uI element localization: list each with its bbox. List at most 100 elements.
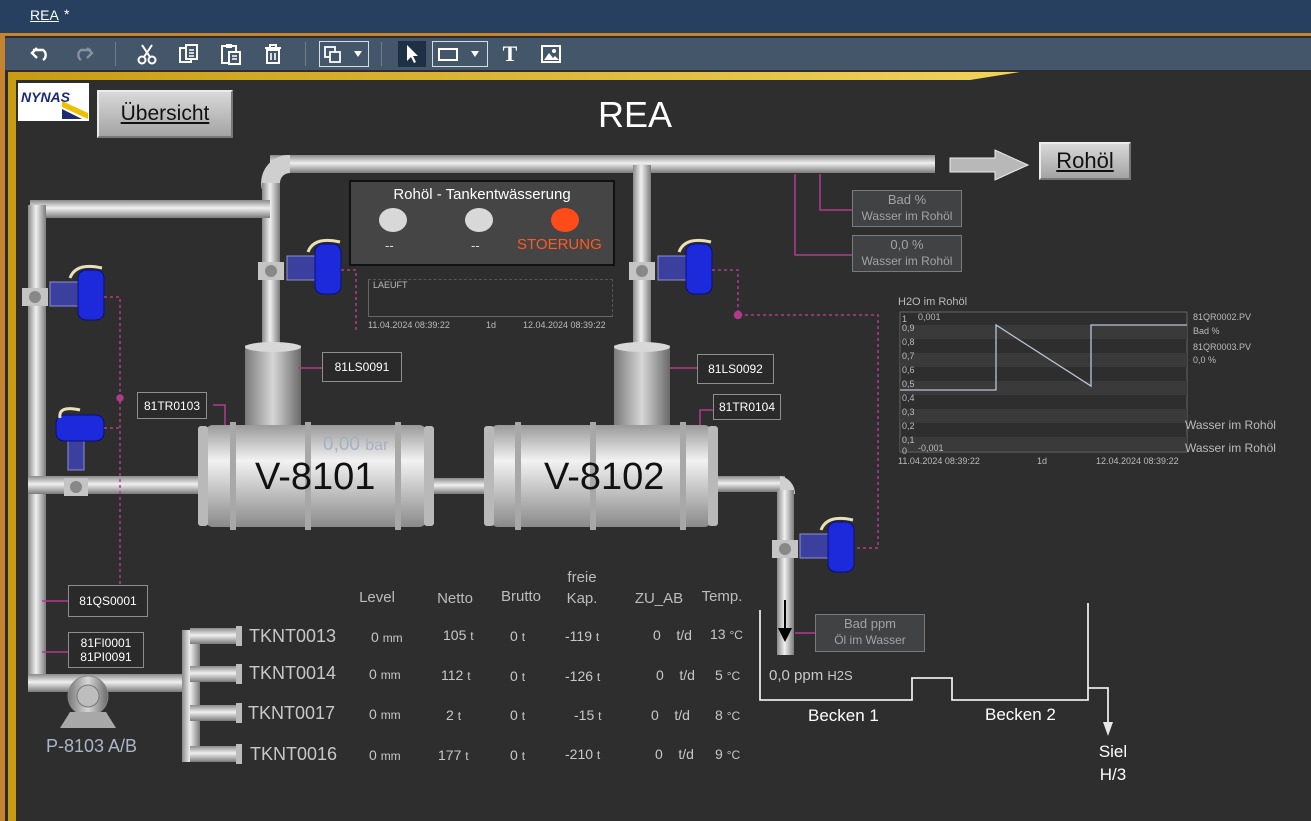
paste-icon[interactable] (217, 41, 245, 67)
status-text-1: -- (385, 238, 394, 253)
pump-label: P-8103 A/B (46, 736, 138, 756)
pointer-icon[interactable] (398, 41, 426, 67)
h2o-trend-span: 1d (1037, 456, 1048, 466)
axis-label-2: Wasser im Rohöl (1185, 441, 1276, 455)
inlet-arrow (778, 628, 792, 642)
basin-1-label: Becken 1 (808, 706, 879, 725)
legend-tag-2: 81QR0003.PV (1193, 342, 1252, 352)
small-trend[interactable]: LAEUFT 11.04.2024 08:39:22 1d 12.04.2024… (365, 277, 615, 330)
status-text-3: STOERUNG (517, 236, 602, 253)
trash-icon[interactable] (259, 41, 287, 67)
text-icon[interactable]: T (502, 41, 518, 66)
frame-top (0, 33, 1311, 36)
vessel-v8101-pressure: 0,00 bar (323, 434, 389, 455)
dewatering-panel: Rohöl - Tankentwässerung -- -- STOERUNG (349, 180, 615, 266)
tank-name: TKNT0017 (248, 703, 336, 723)
process-diagram (8, 72, 1113, 821)
scissors-icon[interactable] (133, 41, 161, 67)
water-in-oil-box-2[interactable]: 0,0 %Wasser im Rohöl (852, 235, 962, 272)
free-capacity-value: -119 t (565, 628, 600, 644)
tag-81qs0001[interactable]: 81QS0001 (68, 585, 148, 617)
tag-81ls0092[interactable]: 81LS0092 (697, 354, 774, 384)
pipe (420, 478, 500, 494)
netto-value: 177 t (438, 747, 469, 763)
h2s-reading: 0,0 ppm H2S (769, 667, 853, 684)
svg-text:0: 0 (902, 446, 907, 456)
pipe (190, 705, 242, 721)
control-valve[interactable] (22, 264, 105, 321)
water-in-oil-box-1[interactable]: Bad %Wasser im Rohöl (852, 190, 962, 227)
brutto-value: 0 t (510, 747, 526, 763)
pipe (700, 476, 785, 492)
temp-value: 13 °C (710, 626, 743, 642)
legend-tag-1: 81QR0002.PV (1193, 312, 1252, 322)
control-valve[interactable] (55, 407, 105, 496)
legend-value-2: 0,0 % (1193, 355, 1217, 365)
basin-2-label: Becken 2 (985, 705, 1056, 724)
pipe (270, 155, 935, 173)
control-valve[interactable] (772, 516, 855, 573)
pipe (28, 476, 208, 494)
h2o-trend-start: 11.04.2024 08:39:22 (898, 456, 980, 466)
outlet-arrow (1103, 722, 1113, 736)
title-bar: REA * (0, 0, 1311, 33)
frame-left (0, 36, 5, 821)
netto-value: 112 t (441, 667, 471, 683)
col-level: Level (359, 589, 395, 606)
level-value: 0 mm (369, 666, 401, 682)
vessel-v8101 (205, 425, 427, 527)
undo-icon[interactable] (27, 41, 55, 67)
zuab-value: 0 t/d (651, 707, 690, 723)
redo-icon[interactable] (69, 41, 97, 67)
free-capacity-value: -210 t (565, 746, 601, 762)
control-valve[interactable] (629, 238, 713, 295)
status-lamp-2 (465, 208, 493, 232)
page-title: REA (598, 94, 673, 135)
trend-start-time: 11.04.2024 08:39:22 (368, 320, 450, 330)
tag-81ls0091[interactable]: 81LS0091 (322, 352, 402, 382)
brutto-value: 0 t (510, 668, 526, 684)
toolbar: T (5, 38, 1311, 70)
vessel-dome (245, 345, 301, 435)
temp-value: 9 °C (715, 746, 741, 762)
svg-text:0,1: 0,1 (902, 435, 915, 445)
pipe (190, 746, 242, 762)
tank-name: TKNT0014 (249, 663, 337, 683)
toolbar-separator (381, 42, 382, 66)
tank-name: TKNT0013 (249, 626, 337, 646)
control-valve[interactable] (258, 238, 342, 295)
col-netto: Netto (437, 590, 473, 607)
trend-span: 1d (486, 320, 497, 330)
pipe (190, 666, 242, 682)
modified-indicator: * (64, 6, 70, 22)
zuab-value: 0 t/d (653, 627, 692, 643)
document-tab[interactable]: REA (30, 7, 59, 23)
level-value: 0 mm (369, 747, 401, 763)
svg-text:0,2: 0,2 (902, 421, 915, 431)
arrange-dropdown[interactable] (319, 41, 369, 67)
pipe (28, 205, 46, 685)
trend-series-label: LAEUFT (373, 280, 408, 290)
status-lamp-3 (551, 208, 579, 232)
copy-icon[interactable] (175, 41, 203, 67)
rectangle-dropdown[interactable] (432, 41, 488, 67)
h2o-trend-top-value: 0,001 (918, 312, 941, 322)
pipe-elbow (780, 476, 796, 494)
crude-oil-button[interactable]: Rohöl (1039, 142, 1131, 180)
image-icon[interactable] (537, 41, 565, 67)
h2o-trend-plot: 10,90,80,7 0,60,50,40,3 0,20,10 (899, 311, 1188, 456)
legend-value-1: Bad % (1193, 326, 1220, 336)
tank-name: TKNT0016 (250, 744, 338, 764)
trend-end-time: 12.04.2024 08:39:22 (523, 320, 606, 330)
col-zu-ab: ZU_AB (634, 590, 684, 607)
dewatering-title: Rohöl - Tankentwässerung (393, 186, 571, 203)
overview-button[interactable]: Übersicht (97, 90, 233, 138)
tag-81tr0104[interactable]: 81TR0104 (713, 394, 781, 420)
brutto-value: 0 t (510, 707, 526, 723)
tag-81tr0103[interactable]: 81TR0103 (137, 392, 207, 419)
svg-text:0,7: 0,7 (902, 351, 915, 361)
free-capacity-value: -15 t (574, 707, 602, 723)
